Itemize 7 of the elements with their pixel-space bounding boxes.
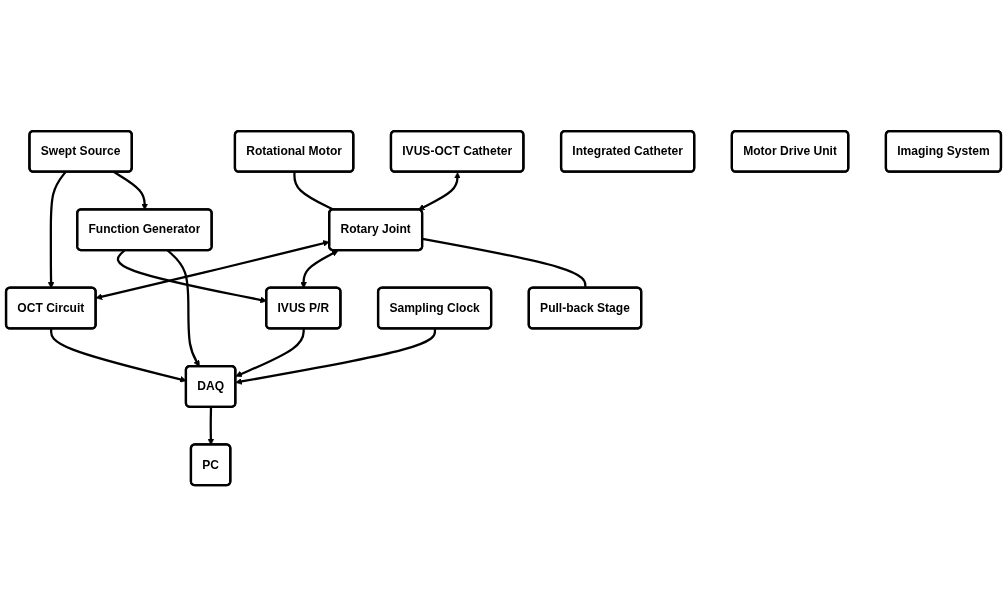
arrow [166,249,200,367]
arrow [235,328,305,377]
arrow [95,240,330,300]
arrow [113,171,148,210]
arrow [235,328,437,385]
arrow [116,249,267,304]
arrow [418,172,461,210]
